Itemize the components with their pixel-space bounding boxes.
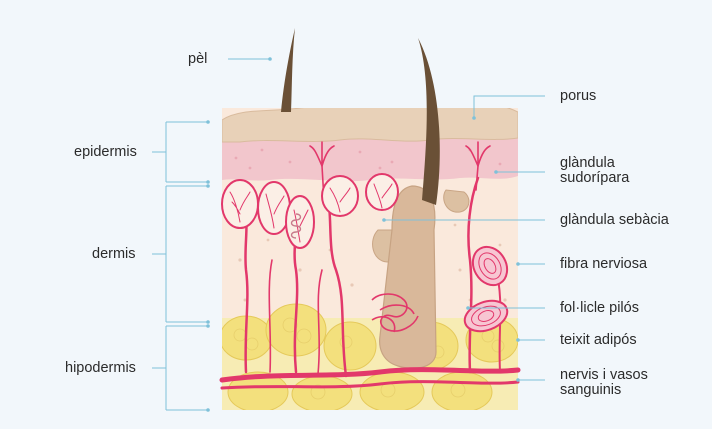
label-epidermis: epidermis xyxy=(74,144,137,160)
label-glandula-sudoripara-line2: sudorípara xyxy=(560,170,629,186)
label-pel: pèl xyxy=(188,51,207,67)
label-glandula-sebacia: glàndula sebàcia xyxy=(560,212,669,228)
label-nervis-vasos-line1: nervis i vasos xyxy=(560,367,648,383)
hair-strand xyxy=(281,28,295,112)
label-fibra-nerviosa: fibra nerviosa xyxy=(560,256,647,272)
label-dermis: dermis xyxy=(92,246,136,262)
label-teixit-adipos: teixit adipós xyxy=(560,332,637,348)
label-hipodermis: hipodermis xyxy=(65,360,136,376)
label-porus: porus xyxy=(560,88,596,104)
label-folicle-pilos: fol·licle pilós xyxy=(560,300,639,316)
label-glandula-sudoripara-line1: glàndula xyxy=(560,155,615,171)
label-nervis-vasos-line2: sanguinis xyxy=(560,382,621,398)
